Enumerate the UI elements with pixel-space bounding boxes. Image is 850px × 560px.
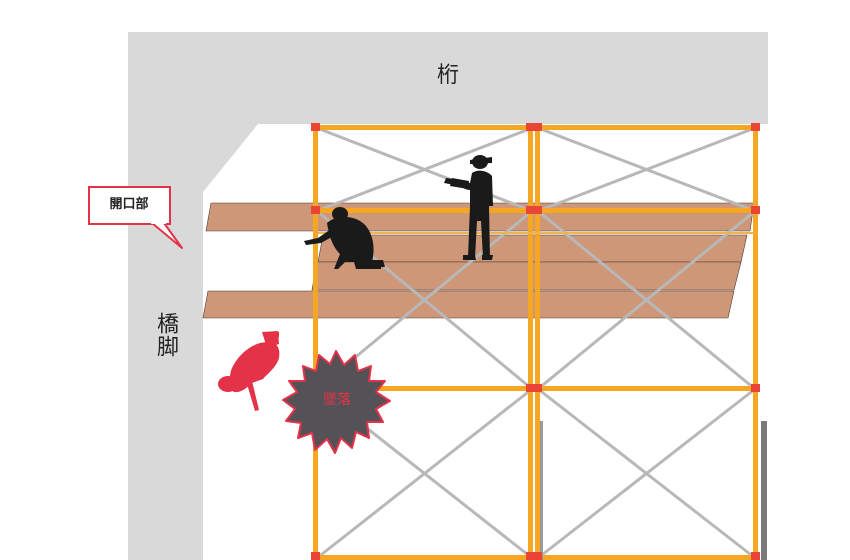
falling-worker-body [229,342,280,393]
post-shadow-right [761,421,767,560]
brace-10 [315,387,534,560]
brace-4 [536,126,757,213]
bridge-structure [128,32,768,560]
brace-2 [315,126,534,213]
joint-2 [526,123,542,131]
crouching-worker-boot [367,260,385,267]
standing-worker-cap [470,157,492,164]
fall-label: 墜落 [323,392,351,408]
joint-1 [311,123,320,131]
post-center-left [528,125,533,560]
pier-label: 橋脚 [153,312,178,358]
joint-4 [311,206,320,214]
falling-worker-icon [218,331,280,411]
falling-worker-arm [247,381,259,411]
opening-callout-pointer-cover [151,220,166,224]
joint-8 [526,384,542,392]
impact-burst-icon [282,350,391,454]
joint-11 [526,552,542,560]
beam-label: 桁 [436,63,459,88]
post-center-right [535,125,540,560]
joint-10 [311,552,320,560]
brace-8 [536,209,757,391]
ledger-guardrail [318,232,755,234]
standing-worker-body [444,170,493,258]
standing-worker-boot-right [482,255,493,260]
opening-label: 開口部 [109,197,149,212]
joint-9 [751,384,760,392]
crouching-worker-body [327,216,381,269]
joint-5 [526,206,542,214]
falling-worker-boot [264,332,279,337]
opening-callout-box [88,186,171,225]
standing-worker-icon [444,155,493,260]
joint-12 [751,552,760,560]
standing-worker-boot-left [463,255,476,260]
brace-12 [536,387,757,560]
crouching-worker-arm [304,227,339,245]
post-shadow-center [540,421,543,560]
joint-3 [751,123,760,131]
joint-6 [751,206,760,214]
crouching-worker-icon [304,207,385,269]
post-left [313,125,318,560]
impact-burst-shape [282,350,391,454]
opening-callout [88,186,183,249]
post-right [753,125,758,560]
plank-lower [202,290,735,319]
standing-worker-arm [450,178,469,189]
